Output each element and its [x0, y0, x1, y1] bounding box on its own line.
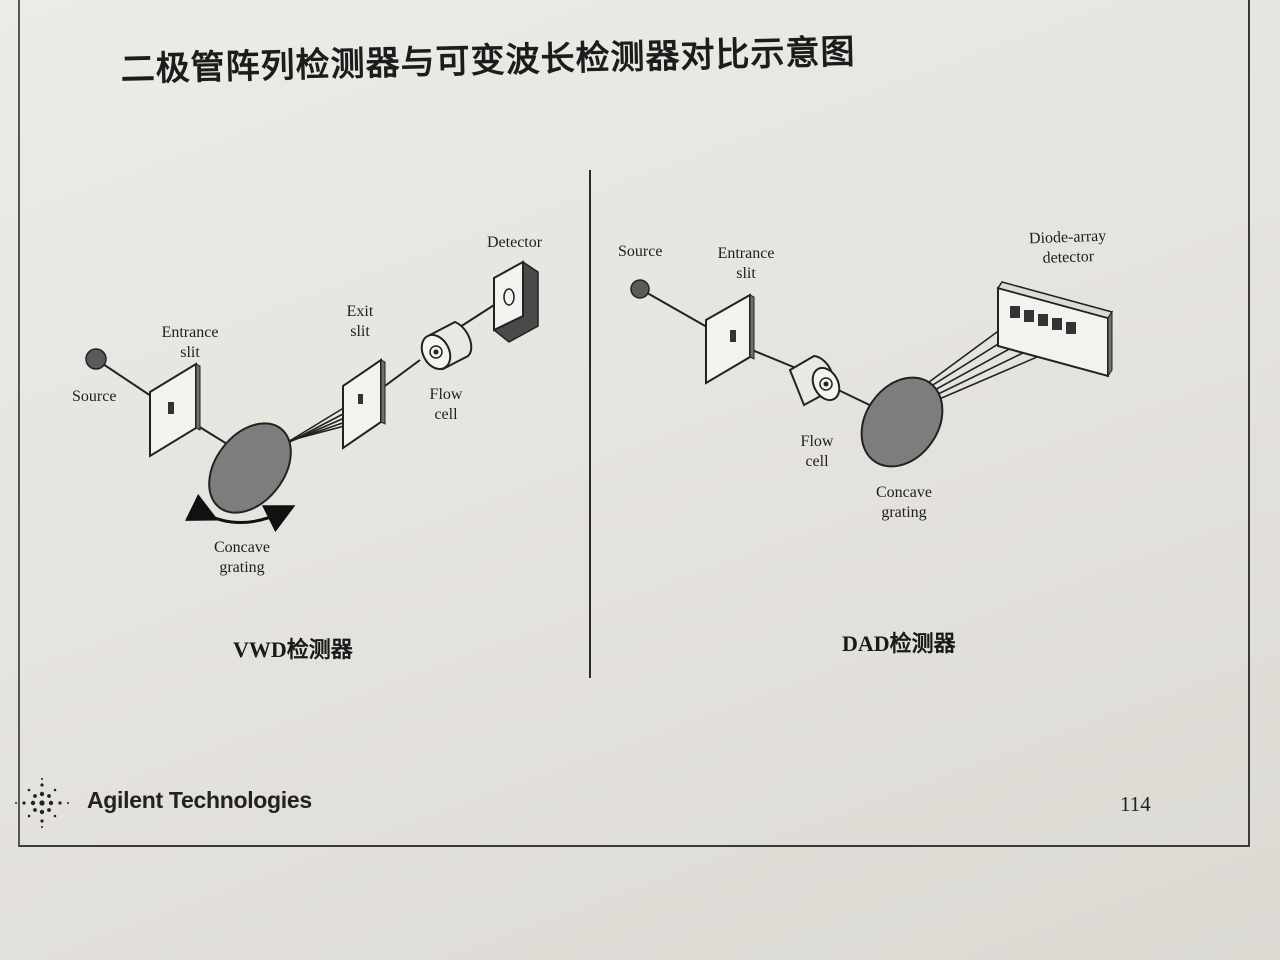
vwd-caption: VWD检测器 — [233, 637, 353, 662]
dad-label-diode-array-line1: Diode-array — [1028, 227, 1107, 248]
dad-label-concave-grating-line2: grating — [881, 504, 927, 521]
vwd-label-exit-slit: Exit slit — [338, 302, 382, 342]
vwd-source — [85, 348, 107, 370]
company-name: Agilent Technologies — [87, 787, 312, 813]
page-number: 114 — [1120, 792, 1151, 816]
dad-diagram — [630, 279, 1114, 468]
page-frame — [18, 0, 1250, 847]
vwd-label-flow-cell: Flow cell — [423, 385, 469, 425]
dad-label-flow-cell-line1: Flow — [800, 433, 834, 450]
dad-label-concave-grating-line1: Concave — [876, 484, 932, 501]
dad-entrance-slit — [705, 293, 755, 385]
dad-flow-cell — [788, 354, 841, 407]
vwd-label-concave-grating-line2: grating — [219, 559, 265, 576]
center-divider — [589, 170, 591, 678]
dad-label-flow-cell: Flow cell — [794, 432, 840, 472]
dad-diode-array — [996, 281, 1114, 378]
vwd-rotation-arrow — [184, 493, 296, 533]
vwd-label-detector: Detector — [487, 234, 543, 251]
vwd-label-flow-cell-line1: Flow — [429, 386, 463, 403]
vwd-label-entrance-slit: Entrance slit — [152, 323, 228, 363]
dad-label-entrance-slit-line1: Entrance — [717, 245, 775, 262]
vwd-entrance-slit — [149, 362, 201, 458]
agilent-logo-icon — [15, 778, 69, 828]
vwd-label-exit-slit-line1: Exit — [346, 303, 374, 320]
vwd-label-source: Source — [72, 388, 117, 405]
dad-label-diode-array-line2: detector — [1042, 248, 1095, 267]
dad-label-diode-array-detector: Diode-array detector — [1017, 226, 1118, 269]
dad-label-entrance-slit-line2: slit — [736, 265, 756, 282]
dad-label-flow-cell-line2: cell — [805, 453, 829, 470]
dad-label-concave-grating: Concave grating — [866, 483, 942, 523]
vwd-label-exit-slit-line2: slit — [350, 323, 370, 340]
vwd-flow-cell — [420, 320, 473, 371]
vwd-detector — [493, 260, 539, 343]
dad-concave-grating — [860, 376, 944, 468]
vwd-label-flow-cell-line2: cell — [434, 406, 458, 423]
vwd-label-concave-grating-line1: Concave — [214, 539, 270, 556]
vwd-label-entrance-slit-line1: Entrance — [161, 324, 219, 341]
vwd-diagram — [85, 260, 539, 533]
dad-caption: DAD检测器 — [842, 631, 956, 656]
dad-label-source: Source — [618, 243, 663, 260]
dad-label-entrance-slit: Entrance slit — [708, 244, 784, 284]
dad-source — [630, 279, 650, 299]
vwd-concave-grating — [208, 422, 292, 514]
vwd-exit-slit — [342, 358, 386, 450]
vwd-label-entrance-slit-line2: slit — [180, 344, 200, 361]
vwd-label-concave-grating: Concave grating — [204, 538, 280, 578]
